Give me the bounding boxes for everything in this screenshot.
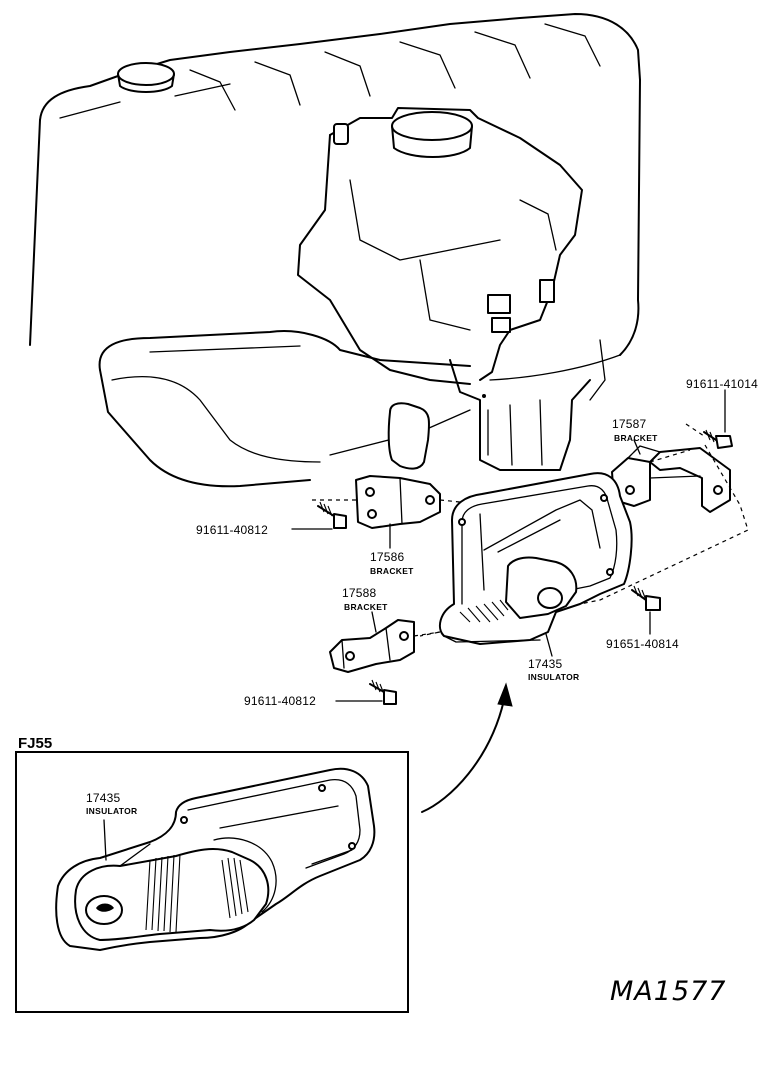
inset-box — [15, 751, 409, 1013]
bolt-91651-40814 — [631, 585, 661, 635]
callout-insulator-17435-part: 17435 — [528, 657, 562, 671]
bolt-91611-41014 — [685, 389, 733, 449]
callout-insulator-17435-name: INSULATOR — [528, 672, 580, 682]
callout-bolt-91651-40814: 91651-40814 — [606, 637, 679, 651]
callout-bracket-17586-name: BRACKET — [370, 566, 414, 576]
callout-bolt-91611-40812-upper: 91611-40812 — [196, 523, 268, 537]
inset-insulator-drawing — [55, 767, 376, 951]
inset-label: FJ55 — [18, 735, 52, 752]
callout-bolt-91611-41014: 91611-41014 — [686, 377, 758, 391]
inset-callout-insulator-part: 17435 — [86, 791, 120, 805]
bracket-17586-drawing — [355, 475, 441, 549]
callout-bracket-17588-part: 17588 — [342, 586, 376, 600]
callout-bracket-17587-part: 17587 — [612, 417, 646, 431]
insulator-17435-drawing — [438, 472, 633, 657]
bolt-91611-40812-upper — [291, 501, 347, 530]
bracket-17587-drawing — [611, 439, 731, 513]
bolt-91611-40812-lower — [335, 679, 397, 705]
intake-manifold-drawing — [29, 13, 641, 488]
callout-bracket-17588-name: BRACKET — [344, 602, 388, 612]
callout-bracket-17586-part: 17586 — [370, 550, 404, 564]
callout-bracket-17587-name: BRACKET — [614, 433, 658, 443]
curved-arrow — [421, 682, 513, 813]
inset-callout-insulator-name: INSULATOR — [86, 806, 138, 816]
bracket-17588-drawing — [329, 611, 441, 673]
reference-code: MA1577 — [610, 976, 726, 1007]
callout-bolt-91611-40812-lower: 91611-40812 — [244, 694, 316, 708]
